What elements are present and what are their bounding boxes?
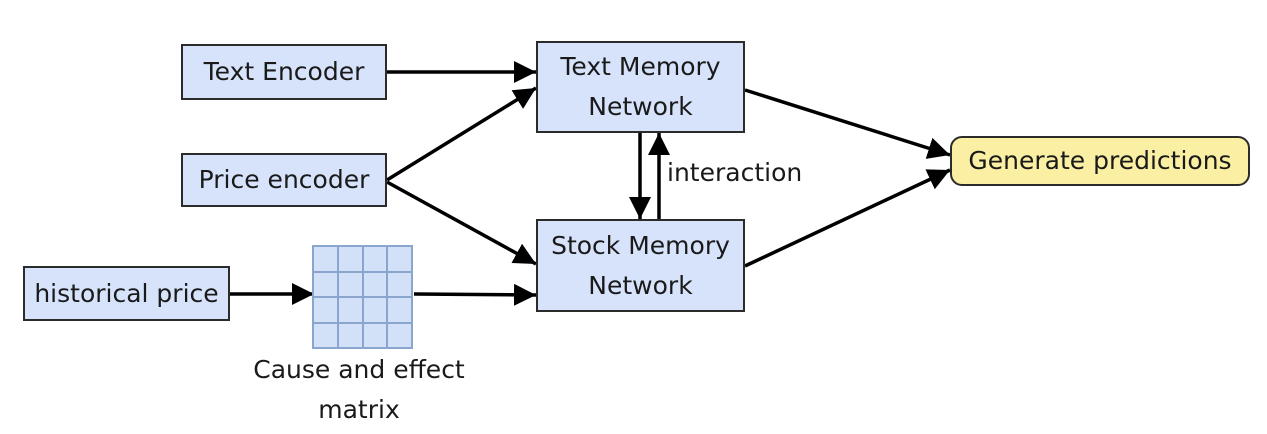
text-memory-network-label: Text Memory Network	[560, 52, 721, 121]
text-memory-network-node: Text Memory Network	[536, 41, 745, 133]
stock-memory-network-label: Stock Memory Network	[551, 230, 730, 300]
matrix-cell	[362, 322, 388, 348]
arrow-price-encoder-to-stock-memory	[386, 180, 537, 266]
generate-predictions-node: Generate predictions	[950, 136, 1250, 186]
matrix-cell	[337, 271, 363, 297]
matrix-caption: Cause and effect matrix	[253, 355, 465, 424]
matrix-cell	[337, 246, 363, 272]
matrix-cell	[337, 297, 363, 323]
matrix-cell	[387, 297, 412, 323]
text-encoder-label: Text Encoder	[203, 57, 365, 86]
historical-price-label: historical price	[34, 278, 219, 308]
matrix-cell	[337, 322, 363, 348]
stock-memory-network-node: Stock Memory Network	[536, 219, 745, 312]
matrix-cell	[362, 246, 388, 272]
matrix-cell	[313, 297, 338, 323]
price-encoder-node: Price encoder	[181, 153, 387, 207]
price-encoder-label: Price encoder	[198, 165, 370, 194]
matrix-cell	[313, 271, 338, 297]
matrix-cell	[387, 246, 412, 272]
historical-price-node: historical price	[23, 266, 230, 321]
interaction-label: interaction	[667, 158, 803, 187]
arrow-stock-memory-to-generate	[744, 168, 951, 268]
arrow-text-memory-to-generate	[744, 88, 951, 159]
matrix-cell	[362, 297, 388, 323]
cause-effect-matrix	[312, 245, 413, 349]
arrow-price-encoder-to-text-memory	[386, 86, 537, 182]
matrix-cell	[387, 271, 412, 297]
arrow-matrix-to-stock-memory	[413, 283, 537, 306]
generate-predictions-label: Generate predictions	[968, 146, 1232, 175]
matrix-cell	[313, 246, 338, 272]
text-encoder-node: Text Encoder	[181, 44, 387, 100]
matrix-cell	[387, 322, 412, 348]
matrix-cell	[362, 271, 388, 297]
matrix-cell	[313, 322, 338, 348]
